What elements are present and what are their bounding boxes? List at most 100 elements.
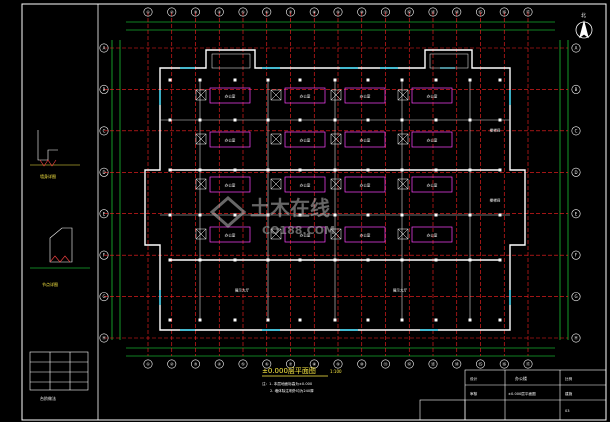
room-marker: 楼梯间 <box>490 128 501 133</box>
room-marker: 办公室 <box>330 131 386 148</box>
room-marker: 办公室 <box>270 87 326 104</box>
grid-bubble-label: ② <box>170 362 174 367</box>
column <box>233 118 237 122</box>
grid-bubble <box>191 359 201 369</box>
grid-bubble <box>143 359 153 369</box>
grid-bubble-label: G <box>574 294 577 299</box>
watermark-en: CO188.COM <box>262 224 335 237</box>
column <box>400 318 404 322</box>
grid-bubble <box>523 7 533 17</box>
grid-bubble <box>571 250 581 260</box>
room-label: 办公室 <box>300 94 311 99</box>
column <box>168 118 172 122</box>
left-detail-2 <box>30 227 90 269</box>
column <box>168 168 172 172</box>
tb-scale: 比例 <box>565 376 573 381</box>
grid-bubble-label: ⑫ <box>407 9 411 15</box>
grid-bubble <box>571 126 581 136</box>
grid-bubble <box>452 7 462 17</box>
room-marker: 办公室 <box>397 226 453 243</box>
dimension-lines <box>111 21 569 357</box>
grid-bubble <box>571 333 581 343</box>
room-label: 办公室 <box>427 138 438 143</box>
grid-bubble-label: ⑮ <box>479 9 483 15</box>
column <box>434 168 438 172</box>
column <box>198 318 202 322</box>
interior-walls <box>160 80 510 320</box>
grid-bubble <box>143 7 153 17</box>
grid-bubble <box>428 7 438 17</box>
column <box>434 318 438 322</box>
column <box>298 318 302 322</box>
column <box>434 78 438 82</box>
column <box>266 78 270 82</box>
grid-bubble-label: ⑨ <box>336 362 340 367</box>
grid-bubble <box>99 43 109 53</box>
column <box>266 213 270 217</box>
grid-bubble-label: ⑭ <box>455 9 459 15</box>
column <box>366 258 370 262</box>
grid-bubble-label: ⑪ <box>384 9 388 15</box>
column <box>333 118 337 122</box>
column <box>168 318 172 322</box>
grid-bubble <box>333 7 343 17</box>
grid-bubble-label: ⑭ <box>455 361 459 367</box>
room-label: 办公室 <box>300 183 311 188</box>
room-marker: 办公室 <box>270 226 326 243</box>
column <box>400 258 404 262</box>
grid-bubble <box>238 7 248 17</box>
grid-bubble-label: ⑯ <box>502 9 506 15</box>
grid-bubble-label: C <box>575 128 578 133</box>
room-label: 办公室 <box>360 138 371 143</box>
grid-bubble <box>99 209 109 219</box>
grid-bubble-label: F <box>575 253 578 258</box>
room-marker: 展示大厅 <box>393 288 408 293</box>
grid-bubble-label: ⑤ <box>241 10 245 15</box>
grid-bubble <box>167 359 177 369</box>
left-detail-1-label: 墙身详图 <box>40 173 56 179</box>
tb-drawing: ±0.000层平面图 <box>508 391 536 396</box>
grid-bubble-label: E <box>575 211 578 216</box>
title-block <box>419 369 607 421</box>
grid-bubble-label: H <box>102 336 105 341</box>
room-label: 办公室 <box>427 183 438 188</box>
column <box>468 213 472 217</box>
column <box>468 78 472 82</box>
watermark-logo-icon <box>209 196 247 228</box>
grid-bubble-label: ② <box>170 10 174 15</box>
grid-bubble <box>214 359 224 369</box>
room-marker: 办公室 <box>195 87 251 104</box>
column <box>468 318 472 322</box>
room-marker: 办公室 <box>330 176 386 193</box>
room-marker: 办公室 <box>330 226 386 243</box>
column <box>298 213 302 217</box>
grid-bubble <box>309 359 319 369</box>
column <box>198 78 202 82</box>
grid-bubble <box>523 359 533 369</box>
column <box>266 118 270 122</box>
grid-bubble <box>571 43 581 53</box>
grid-bubble <box>357 359 367 369</box>
room-marker: 楼梯间 <box>490 198 501 203</box>
room-label: 办公室 <box>225 138 236 143</box>
grid-bubble-label: B <box>575 87 578 92</box>
grid-bubble <box>99 167 109 177</box>
column <box>233 258 237 262</box>
grid-bubble <box>214 7 224 17</box>
stairs <box>211 53 469 69</box>
column <box>198 118 202 122</box>
room-marker: 办公室 <box>195 131 251 148</box>
column <box>498 78 502 82</box>
grid-bubble-label: ⑧ <box>312 10 316 15</box>
column <box>400 118 404 122</box>
room-marker: 办公室 <box>195 176 251 193</box>
column <box>468 258 472 262</box>
grid-bubble-label: ⑩ <box>360 362 364 367</box>
column <box>498 168 502 172</box>
grid-bubble-label: ⑰ <box>526 9 530 15</box>
room-marker: 办公室 <box>397 176 453 193</box>
inner-frame <box>97 3 607 421</box>
